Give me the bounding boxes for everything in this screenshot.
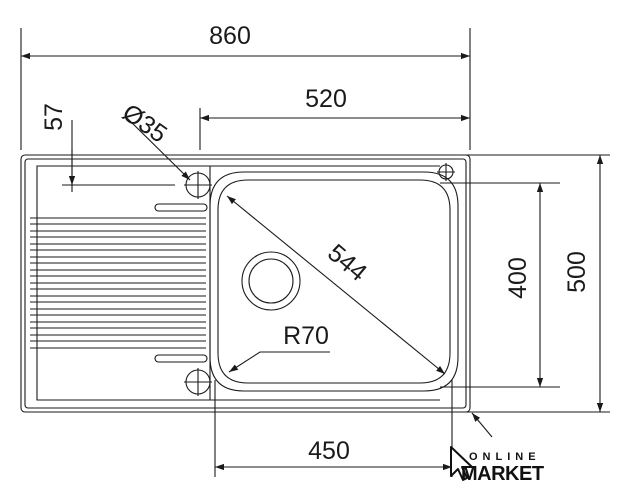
bowl [209, 171, 459, 392]
dim-line-r70 [228, 351, 330, 373]
dim-text-450: 450 [308, 437, 350, 465]
dim-text-57: 57 [40, 103, 68, 131]
tap-hole-bottom [184, 368, 212, 396]
dim-line-ø35 [125, 116, 191, 181]
drain-hole [241, 251, 301, 311]
dim-text-400: 400 [504, 257, 532, 299]
corner-leader [471, 412, 493, 438]
dim-text-ø35: Ø35 [117, 98, 172, 148]
dim-text-520: 520 [305, 85, 347, 113]
sink-outline [20, 154, 471, 413]
logo-line1: ONLINE [469, 451, 541, 463]
logo-line2: MARKET [461, 463, 544, 485]
dim-text-r70: R70 [283, 322, 329, 350]
tap-hole-top [184, 171, 212, 199]
online-market-logo: ONLINE MARKET [450, 446, 544, 485]
dim-text-500: 500 [563, 251, 591, 293]
dim-line-544 [226, 195, 446, 375]
drainboard-ribs [30, 217, 206, 349]
overflow-hole [437, 163, 455, 181]
dim-text-overall-width: 860 [209, 22, 251, 50]
cursor-arrow-icon [450, 446, 473, 481]
drainboard-slots [154, 203, 208, 363]
extension-lines [20, 28, 610, 477]
